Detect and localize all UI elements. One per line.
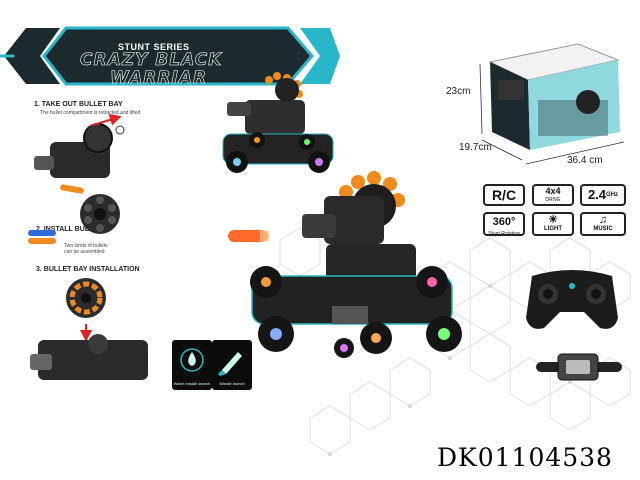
product-code: DK01104538	[437, 443, 613, 472]
light-label: LIGHT	[544, 226, 562, 232]
water-missile-caption: Water missile launch	[173, 381, 211, 386]
rotation-sub: Stunt Rotation	[488, 231, 520, 237]
light-badge: ☀ LIGHT	[532, 212, 574, 236]
step2-label: 2. INSTALL BULLET	[36, 226, 103, 233]
box-width: 36.4 cm	[567, 155, 603, 166]
step-illustrations	[28, 114, 148, 380]
box-dimension-lines	[479, 63, 625, 165]
rotation-value: 360°	[492, 216, 516, 228]
step3-label: 3. BULLET BAY INSTALLATION	[36, 266, 140, 273]
light-icon: ☀	[548, 214, 558, 226]
rc-badge: R/C	[483, 184, 525, 206]
bullet-bay-removal-image	[34, 114, 125, 178]
music-icon: ♫	[598, 214, 608, 226]
water-missile-tile: Water missile launch	[172, 340, 212, 390]
step1-note: The bullet compartment is retracted and …	[40, 110, 141, 116]
frequency-value: 2.4	[587, 187, 607, 202]
box-height: 23cm	[446, 86, 471, 97]
remote-controller-image	[526, 270, 618, 329]
tank-image-large	[250, 171, 462, 358]
missile-icon	[218, 352, 242, 376]
missile-tile: Missile launch	[212, 340, 252, 390]
rotation-badge: 360° Stunt Rotation	[483, 212, 525, 237]
series-label: STUNT SERIES	[118, 42, 190, 52]
foam-bullets-image	[28, 230, 56, 244]
drive-badge: 4x4 DRIVE	[532, 184, 574, 206]
music-label: MUSIC	[593, 226, 613, 232]
wrist-band-image	[536, 353, 622, 381]
drive-badge-bottom: DRIVE	[545, 197, 561, 203]
product-title-line2: WARRIAR	[110, 68, 208, 89]
frequency-unit: GHz	[606, 192, 619, 198]
packaging-box-image	[488, 43, 620, 150]
water-drop-icon	[180, 348, 204, 372]
step2-note: Two kinds of bullets can be assembled	[64, 243, 108, 255]
music-badge: ♫ MUSIC	[580, 212, 626, 236]
drive-badge-top: 4x4	[545, 186, 561, 196]
missile-caption: Missile launch	[219, 381, 245, 386]
product-title-line1: CRAZY BLACK	[80, 50, 223, 71]
bullet-bay-install-image	[30, 278, 148, 380]
flying-bullet-image	[228, 230, 270, 242]
step1-label: 1. TAKE OUT BULLET BAY	[34, 101, 123, 108]
bullet-magazine-image	[60, 184, 120, 234]
frequency-badge: 2.4GHz	[580, 184, 626, 206]
tank-image-small	[222, 72, 334, 173]
box-depth: 19.7cm	[459, 142, 492, 153]
